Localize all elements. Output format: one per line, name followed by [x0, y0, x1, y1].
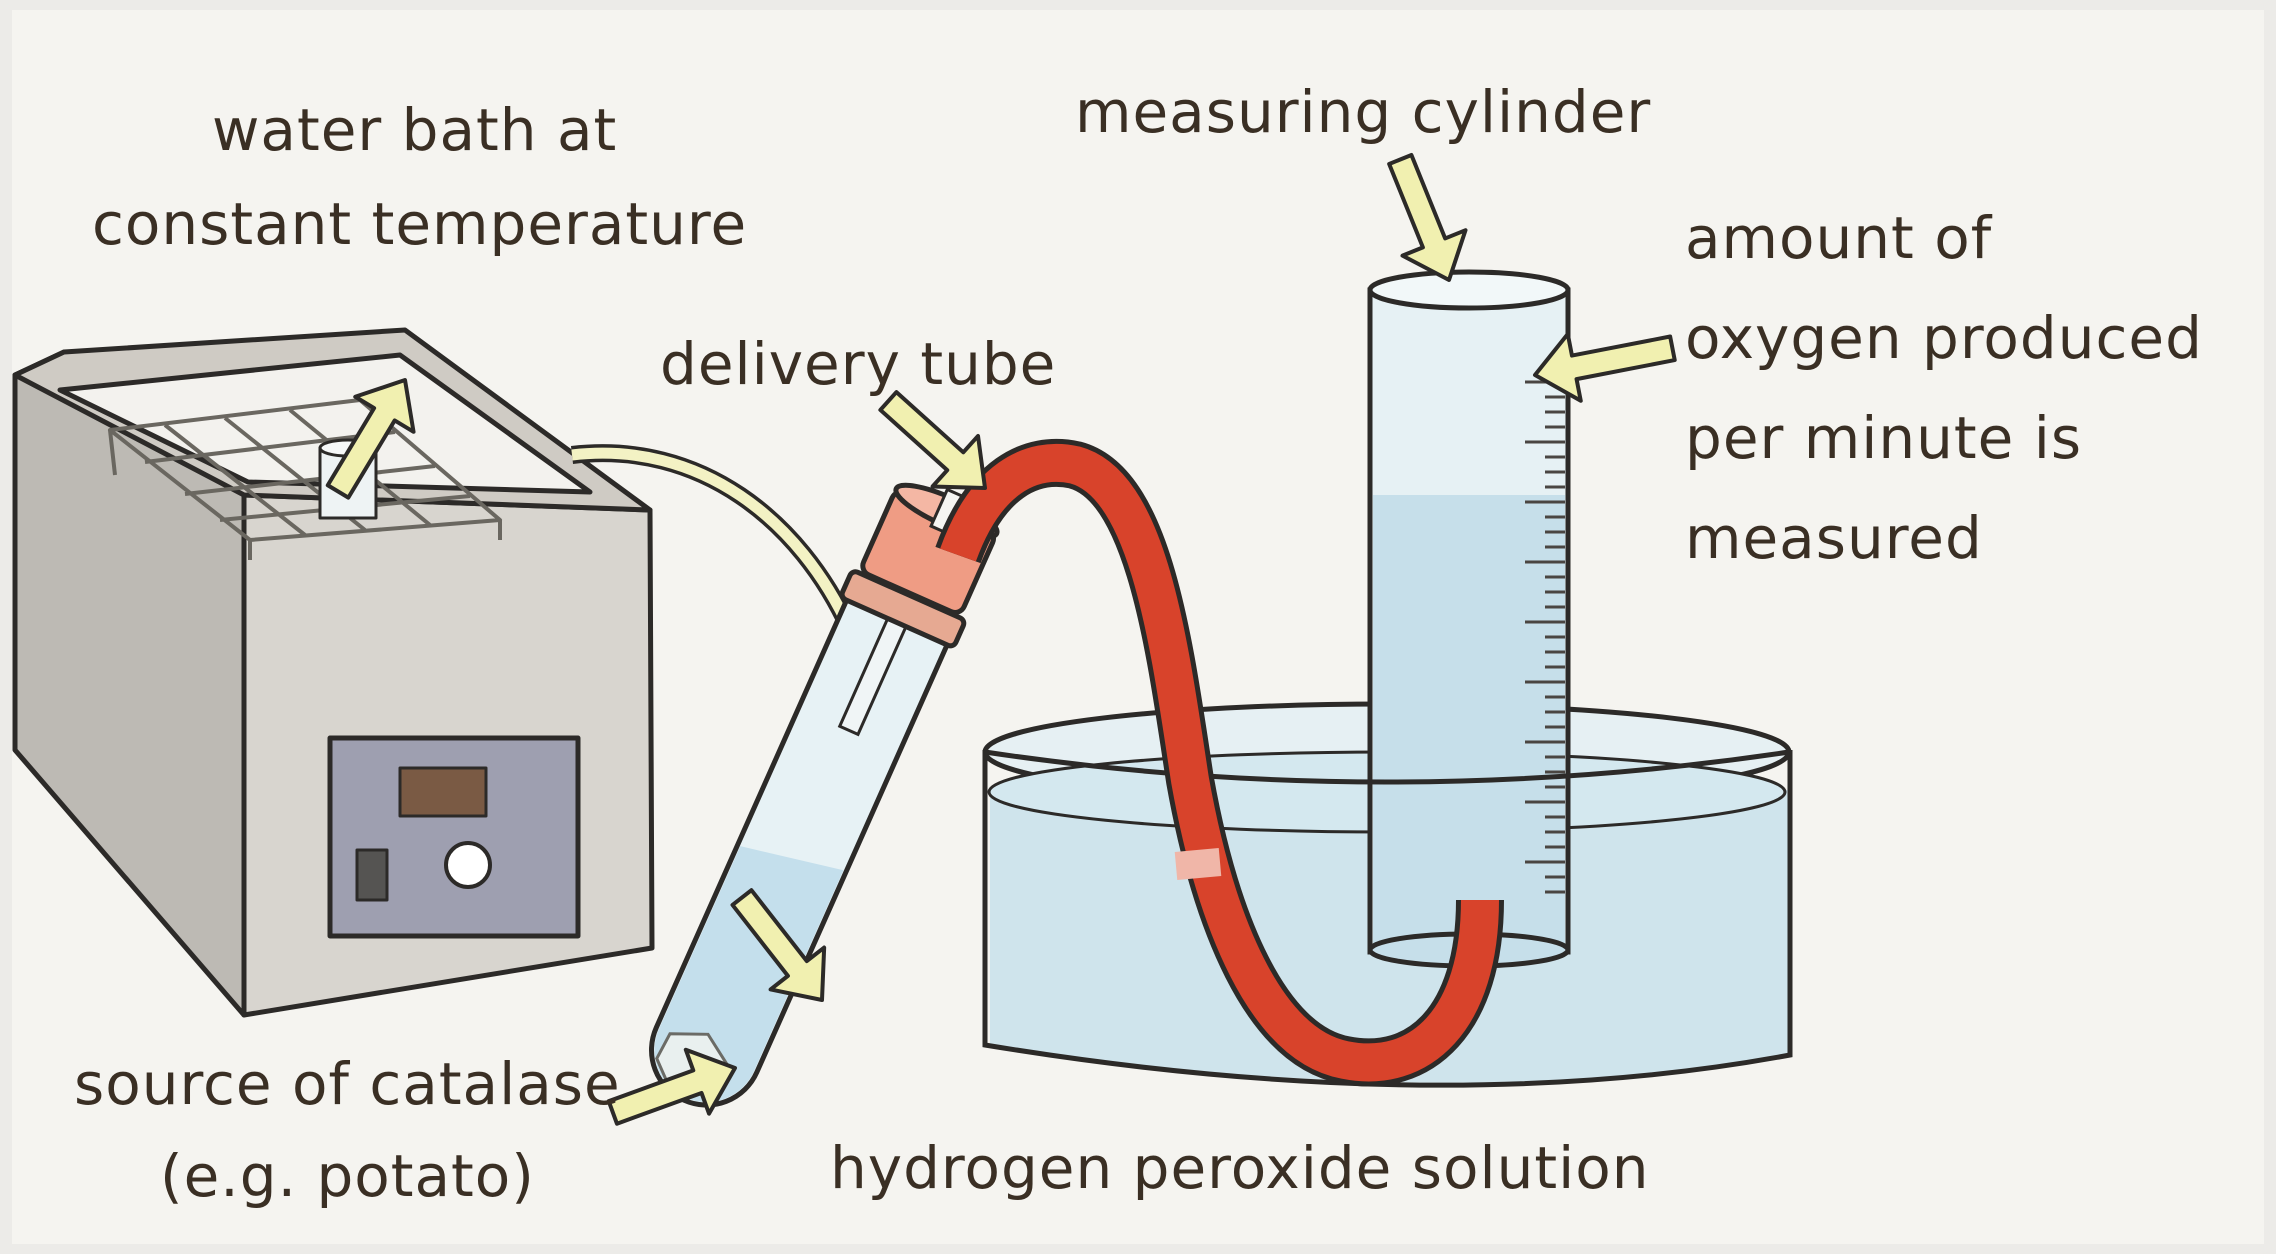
basin-front-rim: [984, 749, 1790, 785]
oxygen-amount-label-line4: measured: [1685, 504, 1983, 572]
delivery-tube: [940, 443, 1499, 1082]
measuring-cylinder-label: measuring cylinder: [1075, 78, 1651, 146]
oxygen-amount-arrow: [1533, 331, 1677, 403]
cylinder-rim: [1367, 269, 1571, 311]
label-arrows: [325, 152, 1677, 1126]
temperature-knob: [444, 841, 492, 889]
water-bath-label-line2: constant temperature: [92, 190, 747, 258]
water-bath-arrow: [325, 378, 416, 500]
cylinder-graduations: [1525, 380, 1565, 894]
catalase-label-line1: source of catalase: [74, 1050, 621, 1118]
temperature-display: [398, 766, 488, 818]
peroxide-label: hydrogen peroxide solution: [830, 1134, 1649, 1202]
oxygen-amount-label-line2: oxygen produced: [1685, 304, 2203, 372]
delivery-tube-waterline: [1174, 848, 1222, 880]
oxygen-amount-label-line1: amount of: [1685, 204, 1993, 272]
power-switch: [355, 848, 389, 902]
measuring-cylinder-arrow: [1387, 152, 1468, 282]
water-bath: [12, 327, 655, 1018]
delivery-tube-label: delivery tube: [660, 330, 1056, 398]
catalase-label-line2: (e.g. potato): [160, 1142, 535, 1210]
water-bath-label-line1: water bath at: [212, 96, 617, 164]
cylinder-water: [1373, 495, 1565, 950]
catalase-arrow: [606, 1047, 737, 1126]
oxygen-amount-label-line3: per minute is: [1685, 404, 2082, 472]
measuring-cylinder: [1367, 269, 1571, 969]
delivery-tube-arrow: [878, 390, 987, 490]
water-bath-opening: [57, 352, 593, 495]
peroxide-arrow: [730, 888, 827, 1002]
